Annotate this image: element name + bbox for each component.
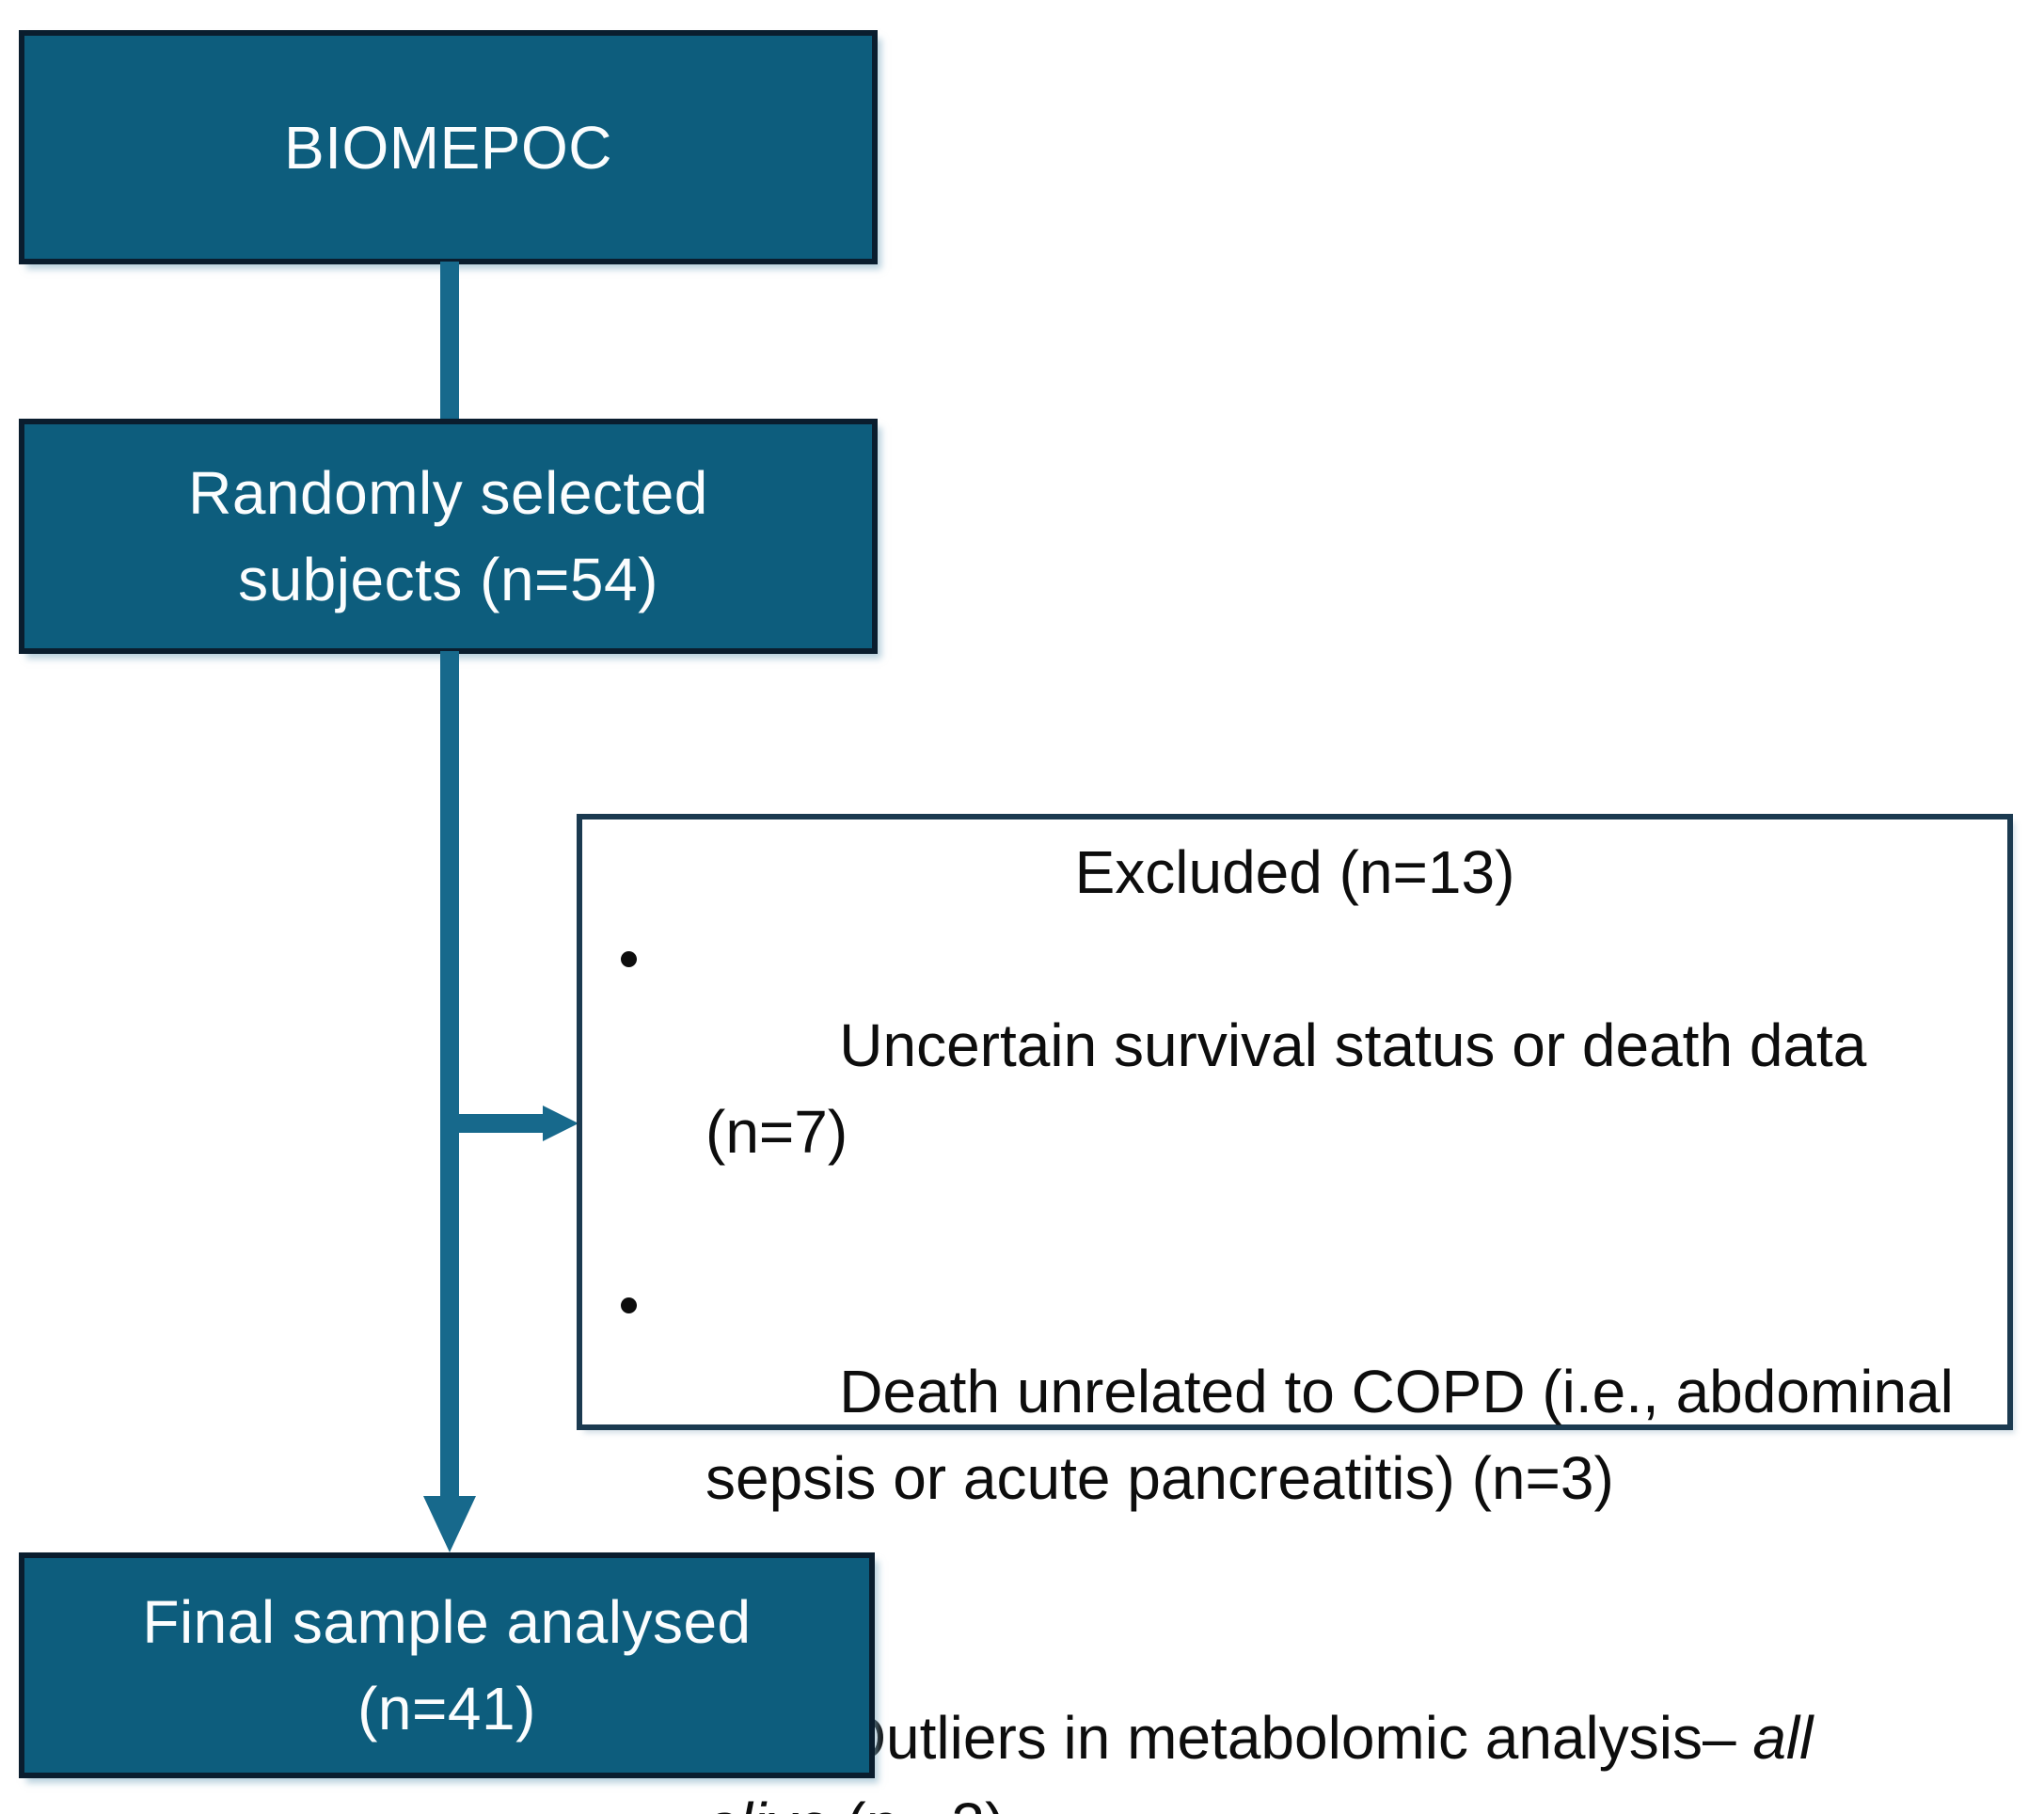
excluded-bullet-text: Death unrelated to COPD (i.e., abdominal…	[705, 1358, 1954, 1512]
connector-line-main	[440, 651, 459, 1498]
excluded-header: Excluded (n=13)	[1074, 838, 1515, 906]
connector-line-branch	[457, 1114, 547, 1133]
excluded-bullet-item: Uncertain survival status or death data …	[621, 915, 2004, 1262]
excluded-bullet-italic: all alive	[705, 1704, 1814, 1814]
excluded-bullet-item: Death unrelated to COPD (i.e., abdominal…	[621, 1262, 2004, 1608]
excluded-bullet-item: Outliers in metabolomic analysis– all al…	[621, 1608, 2004, 1814]
flow-node-final-sample: Final sample analysed (n=41)	[19, 1552, 875, 1778]
flow-node-randomly-selected: Randomly selected subjects (n=54)	[19, 419, 878, 654]
flow-node-biomepoc: BIOMEPOC	[19, 30, 878, 264]
arrow-right-icon	[543, 1106, 578, 1141]
connector-line-top	[440, 262, 459, 422]
flow-node-final-sample-label: Final sample analysed (n=41)	[142, 1588, 752, 1742]
flow-node-randomly-selected-label: Randomly selected subjects (n=54)	[188, 459, 708, 613]
flow-node-biomepoc-label: BIOMEPOC	[284, 113, 612, 182]
excluded-bullet-suffix: (n= 3)	[830, 1790, 1005, 1814]
arrow-down-icon	[423, 1496, 476, 1552]
excluded-box: Excluded (n=13) Uncertain survival statu…	[577, 814, 2013, 1814]
excluded-bullet-text: Uncertain survival status or death data …	[705, 1011, 1867, 1166]
excluded-bullet-text: Outliers in metabolomic analysis–	[839, 1704, 1753, 1772]
excluded-list: Uncertain survival status or death data …	[582, 915, 2004, 1814]
